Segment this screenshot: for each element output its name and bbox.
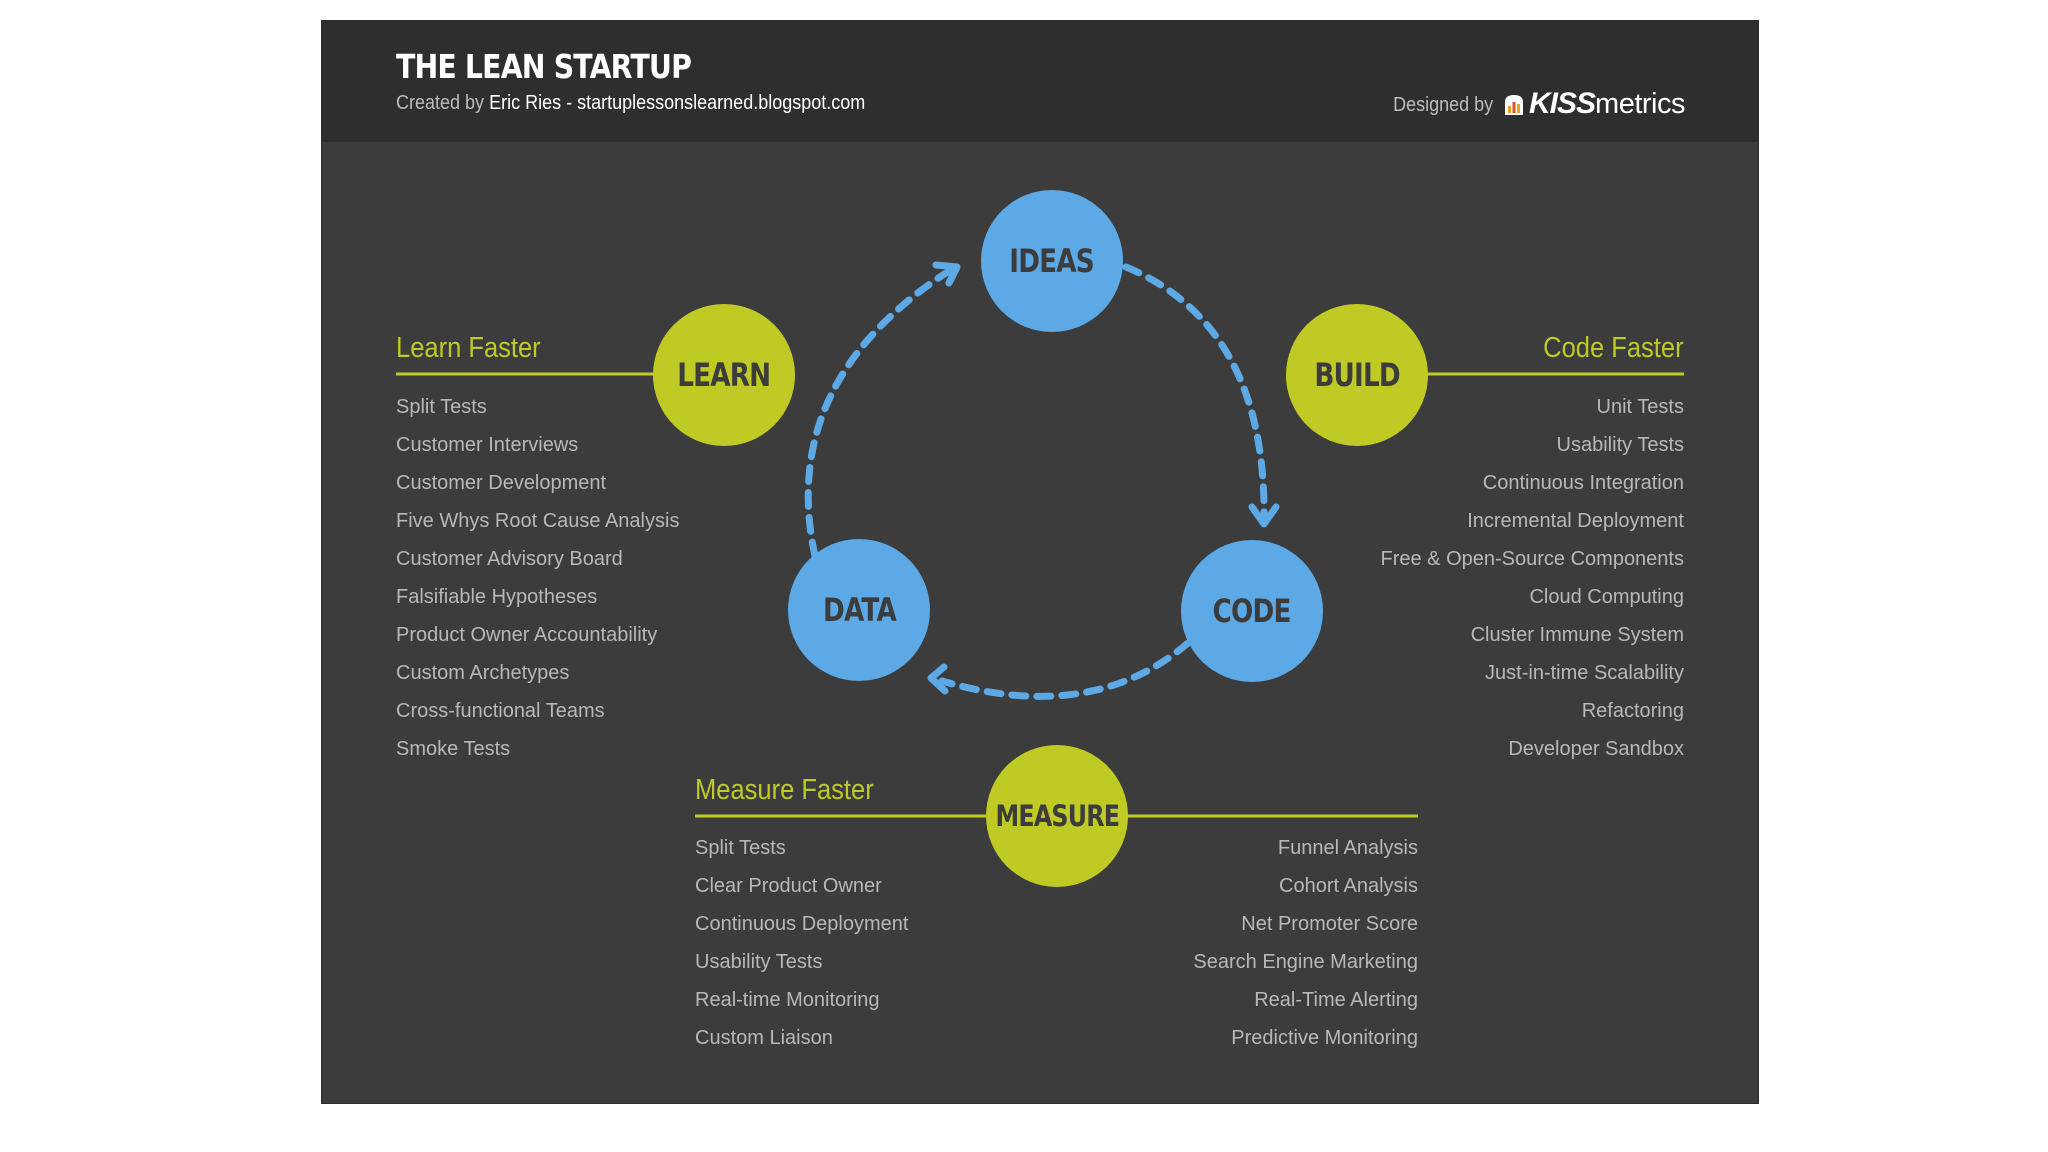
measure-node: MEASURE	[986, 745, 1128, 887]
list-item: Cohort Analysis	[1279, 875, 1418, 897]
arrow-code-to-data	[938, 639, 1192, 700]
measure-label: MEASURE	[995, 799, 1119, 833]
learn-faster-title: Learn Faster	[396, 332, 541, 364]
list-item: Real-time Monitoring	[695, 989, 880, 1011]
page-title: THE LEAN STARTUP	[396, 47, 692, 86]
list-item: Cloud Computing	[1529, 586, 1684, 608]
list-item: Developer Sandbox	[1508, 738, 1684, 760]
list-item: Five Whys Root Cause Analysis	[396, 510, 680, 532]
list-item: Falsifiable Hypotheses	[396, 586, 598, 608]
header-bar: THE LEAN STARTUP Created by Eric Ries - …	[322, 21, 1758, 142]
arrowhead-ideas-to-code	[1248, 503, 1280, 528]
list-item: Incremental Deployment	[1467, 510, 1684, 532]
data-node: DATA	[788, 539, 930, 681]
arrowhead-data-to-ideas	[932, 261, 961, 287]
arrow-data-to-ideas	[804, 265, 956, 560]
list-item: Clear Product Owner	[695, 875, 882, 897]
learn-node: LEARN	[653, 304, 795, 446]
list-item: Funnel Analysis	[1277, 837, 1418, 859]
list-item: Free & Open-Source Components	[1380, 548, 1685, 570]
arrowhead-code-to-data	[927, 663, 949, 695]
list-item: Split Tests	[396, 396, 487, 418]
credit-separator: -	[566, 92, 573, 114]
list-item: Usability Tests	[695, 951, 823, 973]
credit-prefix: Created by	[396, 92, 485, 114]
list-item: Customer Interviews	[396, 434, 579, 456]
ideas-node: IDEAS	[981, 190, 1123, 332]
list-item: Continuous Deployment	[695, 913, 909, 935]
brand-name-bold: KISS	[1529, 87, 1596, 120]
list-item: Usability Tests	[1556, 434, 1684, 456]
list-item: Customer Advisory Board	[396, 548, 623, 570]
list-item: Customer Development	[396, 472, 607, 494]
code-faster-title: Code Faster	[1543, 332, 1684, 364]
credit-site: startuplessonslearned.blogspot.com	[577, 92, 866, 114]
designed-by-label: Designed by	[1392, 94, 1494, 116]
credit-author: Eric Ries	[489, 92, 562, 114]
build-node: BUILD	[1286, 304, 1428, 446]
list-item: Predictive Monitoring	[1231, 1027, 1418, 1049]
list-item: Cluster Immune System	[1470, 624, 1684, 646]
list-item: Continuous Integration	[1482, 472, 1684, 494]
brand-logo: KISS metrics	[1503, 87, 1685, 121]
ideas-label: IDEAS	[1009, 242, 1095, 280]
list-item: Smoke Tests	[396, 738, 511, 760]
list-item: Just-in-time Scalability	[1485, 662, 1684, 684]
list-item: Net Promoter Score	[1241, 913, 1418, 935]
code-node: CODE	[1181, 540, 1323, 682]
brand-name-light: metrics	[1595, 88, 1685, 120]
list-item: Unit Tests	[1596, 396, 1684, 418]
list-item: Custom Archetypes	[396, 662, 570, 684]
kissmetrics-logo-icon	[1505, 95, 1524, 115]
list-item: Search Engine Marketing	[1193, 951, 1418, 973]
learn-label: LEARN	[677, 356, 771, 394]
list-item: Cross-functional Teams	[396, 700, 605, 722]
arrow-ideas-to-code	[1122, 263, 1268, 525]
credit-line: Created by Eric Ries - startuplessonslea…	[396, 92, 865, 115]
list-item: Product Owner Accountability	[396, 624, 658, 646]
list-item: Real-Time Alerting	[1254, 989, 1418, 1011]
list-item: Split Tests	[695, 837, 786, 859]
list-item: Refactoring	[1581, 700, 1684, 722]
data-label: DATA	[822, 591, 897, 629]
code-label: CODE	[1212, 592, 1292, 630]
designed-by-credit: Designed by KISS metrics	[1382, 81, 1686, 121]
build-label: BUILD	[1314, 356, 1400, 394]
measure-faster-title: Measure Faster	[695, 774, 874, 806]
list-item: Custom Liaison	[695, 1027, 833, 1049]
lean-startup-infographic: THE LEAN STARTUP Created by Eric Ries - …	[322, 21, 1758, 1103]
